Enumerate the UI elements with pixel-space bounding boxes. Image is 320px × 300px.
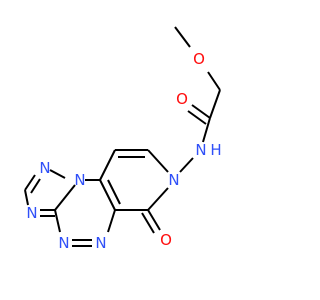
atom-n-pyridinone: N	[168, 171, 179, 189]
atom-labels: O O N H N O N N N N N	[26, 50, 221, 252]
bonds	[24, 26, 221, 247]
atom-o-amide: O	[176, 90, 188, 108]
bond-ntr1-nf	[49, 169, 66, 179]
bond-carbonyl-nh	[202, 117, 211, 143]
bond-ntz2-ctr	[54, 209, 61, 233]
bond-c3-c4-a	[99, 179, 116, 211]
bond-c2-c3	[99, 149, 116, 181]
bond-nh-nring	[179, 157, 194, 173]
atom-o-methoxy: O	[193, 50, 205, 68]
bond-carbonyl-o-a	[191, 104, 211, 119]
bond-ctr-nf	[54, 184, 76, 211]
atom-n-triazine-2: N	[58, 234, 69, 252]
bond-nring-c1	[147, 149, 169, 173]
atom-h-amide: H	[210, 141, 221, 159]
bond-c5-nring	[147, 187, 169, 211]
atom-n-triazine-1: N	[95, 234, 106, 252]
molecule-structure: O O N H N O N N N N N	[24, 26, 222, 252]
bond-ketone-a	[147, 209, 161, 231]
atom-n-triazole-2: N	[74, 171, 85, 189]
atom-n-amide: N	[195, 141, 206, 159]
bond-carbonyl-o-b	[187, 110, 207, 125]
bond-c4-ntz1	[107, 209, 116, 233]
bond-c3-c4-b	[107, 179, 121, 205]
atom-o-ketone: O	[160, 231, 172, 249]
bond-ch-ntr1-b	[30, 178, 41, 194]
atom-n-triazole-1: N	[39, 159, 50, 177]
bond-o-ch2	[207, 71, 221, 91]
bond-ch2-carbonyl	[209, 89, 221, 119]
bond-ch-ntr1-a	[24, 174, 36, 191]
bond-methyl-o	[174, 26, 191, 48]
bond-ketone-b	[141, 212, 155, 234]
atom-n-triazole-3: N	[26, 204, 37, 222]
bond-ntr3-ch	[24, 189, 29, 206]
